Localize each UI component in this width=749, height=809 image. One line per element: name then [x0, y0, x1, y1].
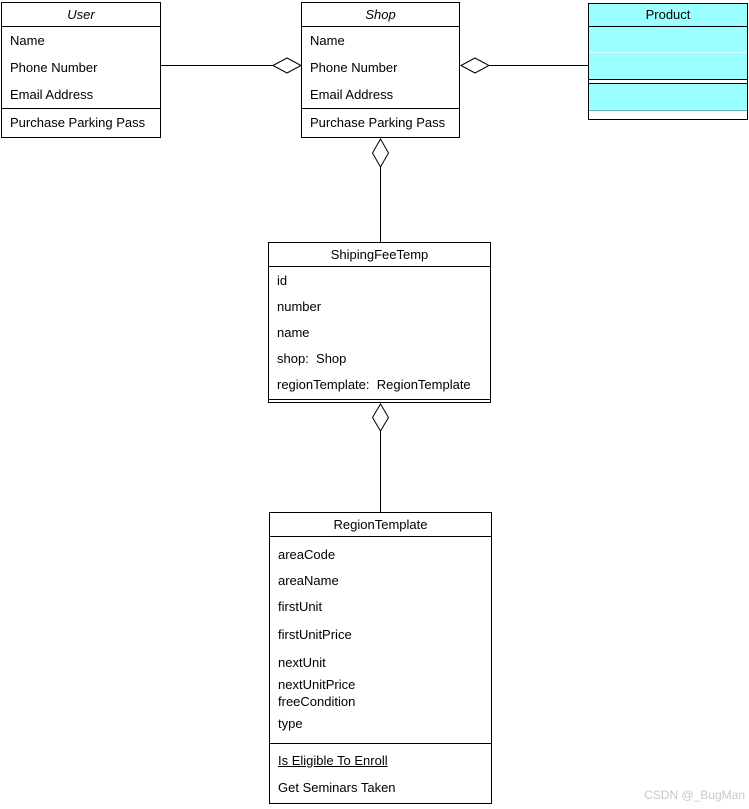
attribute-row: Email Address: [10, 87, 94, 102]
attribute-row: regionTemplate: RegionTemplate: [277, 377, 471, 392]
attribute-row: firstUnit: [278, 599, 323, 614]
class-footer: [589, 111, 747, 119]
attribute-row: freeCondition: [278, 694, 356, 709]
attribute-row: Phone Number: [10, 60, 98, 75]
csdn-watermark: CSDN @_BugMan: [644, 788, 745, 802]
class-user: User Name Phone Number Email Address Pur…: [1, 2, 161, 138]
attribute-row: shop: Shop: [277, 351, 347, 366]
attribute-row: Name: [310, 33, 345, 48]
attribute-row: name: [277, 325, 310, 340]
attribute-row: nextUnit: [278, 655, 326, 670]
attribute-row: number: [277, 299, 322, 314]
attributes-compartment: Name Phone Number Email Address: [2, 27, 160, 108]
attributes-compartment: Name Phone Number Email Address: [302, 27, 459, 108]
attribute-row-empty: [589, 53, 747, 79]
aggregation-diamond-shop-shipingfeetemp: [371, 137, 390, 169]
attributes-compartment: areaCode areaName firstUnit firstUnitPri…: [270, 537, 491, 743]
attribute-row-empty: [589, 27, 747, 53]
aggregation-diamond-shop-product: [459, 57, 491, 74]
class-title: Product: [589, 4, 747, 27]
aggregation-diamond-shipingfeetemp-regiontemplate: [371, 403, 390, 432]
class-shop: Shop Name Phone Number Email Address Pur…: [301, 2, 460, 138]
attribute-row: firstUnitPrice: [278, 627, 352, 642]
attribute-row: nextUnitPrice: [278, 677, 356, 692]
method-row: Is Eligible To Enroll: [278, 753, 388, 768]
method-row: Purchase Parking Pass: [10, 115, 146, 130]
aggregation-diamond-user-shop: [271, 57, 303, 74]
methods-separator: [589, 79, 747, 84]
method-row: Purchase Parking Pass: [310, 115, 446, 130]
class-product: Product: [588, 3, 748, 120]
class-title: RegionTemplate: [270, 513, 491, 537]
class-title: ShipingFeeTemp: [269, 243, 490, 267]
attribute-row: areaCode: [278, 547, 336, 562]
attribute-row: areaName: [278, 573, 339, 588]
methods-compartment: Purchase Parking Pass: [2, 108, 160, 137]
class-shipingfeetemp: ShipingFeeTemp id number name shop: Shop…: [268, 242, 491, 403]
attribute-row: Email Address: [310, 87, 394, 102]
methods-compartment: Purchase Parking Pass: [302, 108, 459, 137]
attributes-compartment: id number name shop: Shop regionTemplate…: [269, 267, 490, 399]
methods-compartment-empty: [269, 399, 490, 402]
method-row: Get Seminars Taken: [278, 780, 396, 795]
class-title: User: [2, 3, 160, 27]
methods-compartment: Is Eligible To Enroll Get Seminars Taken: [270, 743, 491, 803]
attribute-row: id: [277, 273, 288, 288]
method-row-empty: [589, 84, 747, 111]
class-regiontemplate: RegionTemplate areaCode areaName firstUn…: [269, 512, 492, 804]
attribute-row: type: [278, 716, 303, 731]
class-title: Shop: [302, 3, 459, 27]
attribute-row: Name: [10, 33, 45, 48]
attribute-row: Phone Number: [310, 60, 398, 75]
